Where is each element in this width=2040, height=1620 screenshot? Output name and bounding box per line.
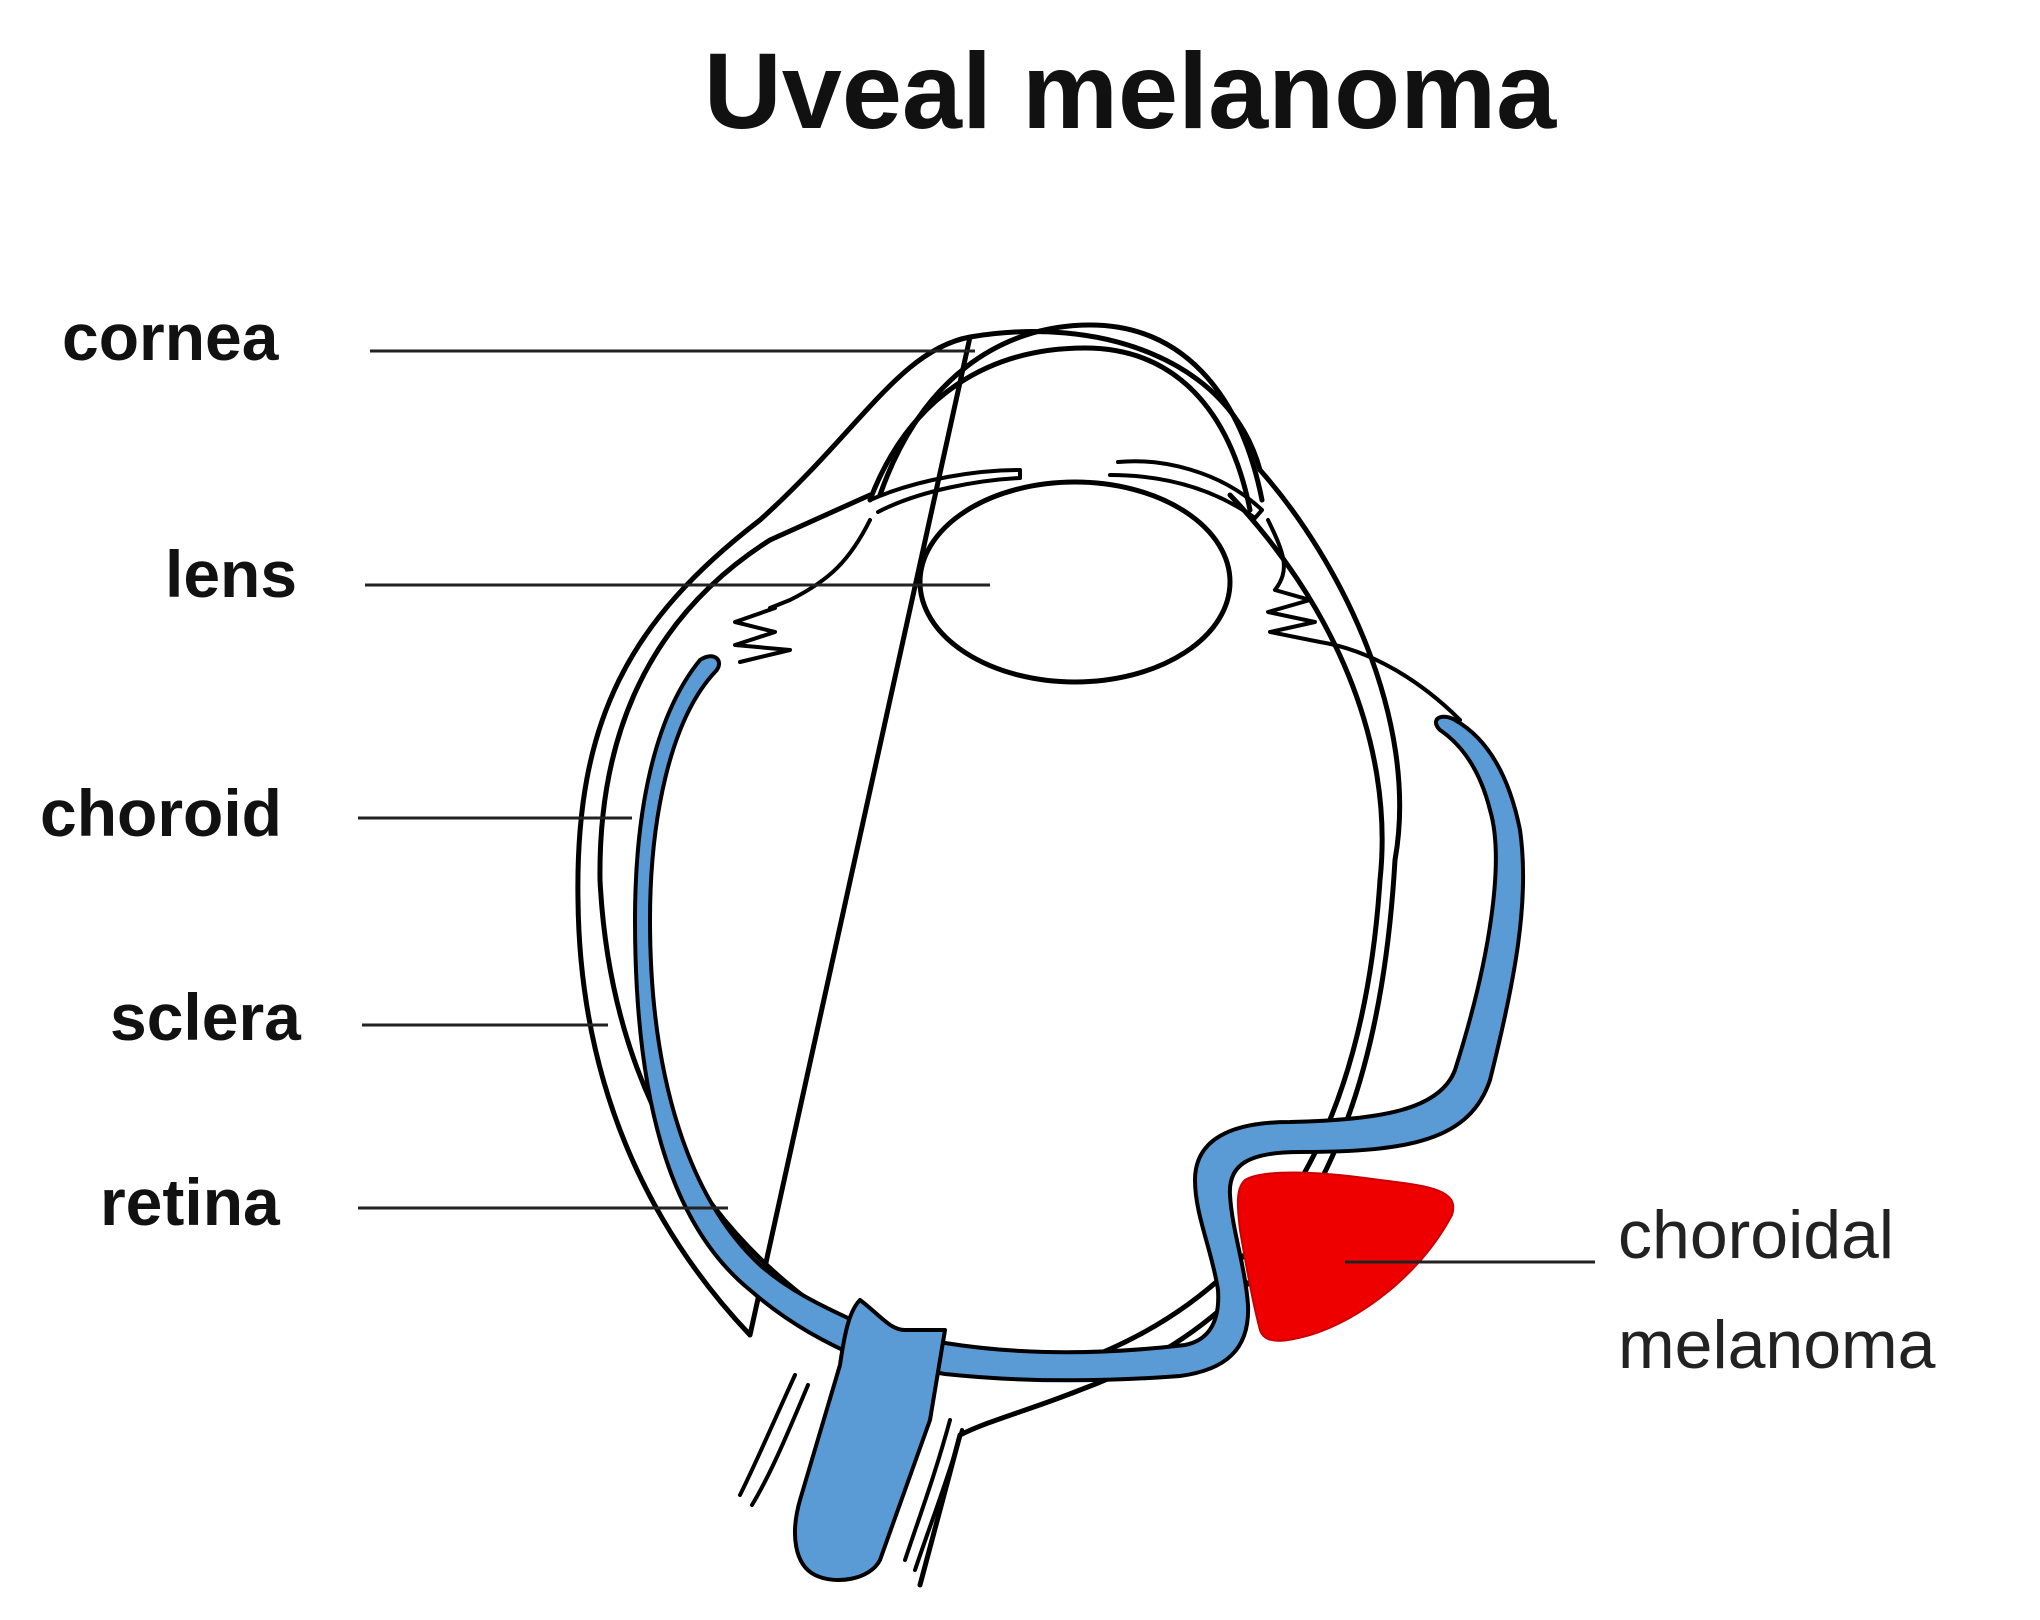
label-lens-text: lens — [165, 537, 297, 611]
label-melanoma-line2: melanoma — [1618, 1307, 1936, 1383]
label-sclera-text: sclera — [110, 980, 302, 1054]
label-choroid: choroid — [40, 776, 632, 850]
optic-sheath-left — [738, 1373, 810, 1507]
sclera-outer-outline — [575, 329, 1403, 1588]
label-sclera: sclera — [110, 980, 608, 1054]
label-choroid-text: choroid — [40, 776, 282, 850]
cornea-inner-outline — [867, 345, 1253, 513]
optic-sheath-right — [903, 1418, 964, 1572]
retina-layer — [633, 654, 1526, 1383]
label-lens: lens — [165, 537, 990, 611]
optic-nerve — [793, 1298, 947, 1582]
label-cornea: cornea — [62, 300, 975, 374]
lens-shape — [917, 479, 1233, 685]
label-choroidal-melanoma: choroidal melanoma — [1345, 1197, 1936, 1383]
label-melanoma-line1: choroidal — [1618, 1197, 1894, 1273]
iris-left — [868, 468, 1022, 514]
choroidal-melanoma-tumor — [1236, 1171, 1455, 1342]
label-cornea-text: cornea — [62, 300, 280, 374]
label-retina-text: retina — [100, 1165, 281, 1239]
iris-right — [1108, 459, 1264, 520]
diagram-title: Uveal melanoma — [704, 30, 1557, 151]
ciliary-body-left — [733, 518, 872, 664]
label-retina: retina — [100, 1165, 728, 1239]
eye-illustration — [575, 322, 1526, 1588]
ciliary-body-right — [1266, 518, 1462, 722]
